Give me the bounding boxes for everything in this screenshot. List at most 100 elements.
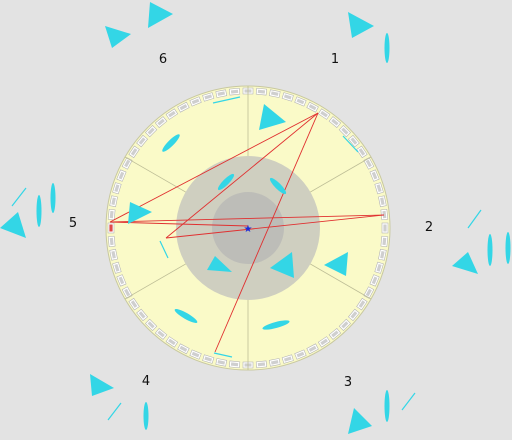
ring-slot-fill (320, 338, 328, 346)
trajectory-segment (165, 112, 319, 239)
line-piece-icon[interactable] (467, 209, 482, 229)
triangle-piece-icon[interactable] (128, 202, 152, 224)
player-labels: 1 2 3 4 5 6 (69, 52, 433, 390)
ring-slot-fill (296, 98, 305, 105)
ring-slot-fill (114, 184, 120, 193)
triangle-piece-icon[interactable] (0, 212, 26, 238)
player-label: 3 (344, 375, 352, 390)
ring-slot-fill (191, 98, 200, 105)
triangle-piece-icon[interactable] (270, 252, 294, 278)
ring-slot-fill (118, 171, 125, 180)
ring-slot-fill (320, 110, 328, 118)
ring-slot-fill (257, 89, 266, 94)
ring-slot-fill (138, 311, 146, 319)
ring-slot-fill (308, 345, 317, 352)
ring-slot-fill (270, 91, 279, 96)
ring-slot-fill (114, 263, 120, 272)
ellipse-piece-icon[interactable] (505, 232, 511, 264)
ring-slot-fill (365, 288, 372, 297)
ring-slot-fill (109, 224, 113, 232)
ring-slot-fill (147, 127, 155, 135)
ring-slot-fill (230, 362, 239, 367)
player-label: 1 (331, 52, 339, 67)
trajectory-segment (109, 221, 249, 227)
ring-slot-fill (331, 118, 339, 126)
line-piece-icon[interactable] (401, 392, 416, 411)
ring-slot-fill (371, 171, 378, 180)
ring-slot-fill (283, 94, 292, 100)
ring-slot-fill (376, 263, 382, 272)
line-piece-icon[interactable] (107, 402, 122, 421)
player-label: 6 (159, 52, 167, 67)
ring-slot-fill (118, 276, 125, 285)
ellipse-piece-icon[interactable] (487, 234, 493, 266)
ring-slot-fill (230, 89, 239, 94)
ellipse-piece-icon[interactable] (50, 183, 56, 213)
ring-slot-fill (204, 356, 213, 362)
ring-slot-fill (109, 237, 114, 246)
ring-slot-fill (383, 224, 387, 232)
ring-slot-fill (109, 210, 114, 219)
center-zone[interactable] (212, 192, 284, 264)
ring-slot-fill (350, 311, 358, 319)
ring-slot-fill (257, 362, 266, 367)
ellipse-piece-icon[interactable] (216, 172, 236, 192)
ring-slot-fill (138, 137, 146, 145)
triangle-piece-icon[interactable] (259, 104, 286, 130)
ring-slot-fill (270, 360, 279, 365)
line-piece-icon[interactable] (342, 135, 359, 153)
triangle-piece-icon[interactable] (324, 252, 348, 276)
ellipse-piece-icon[interactable] (143, 402, 149, 430)
ring-slot-fill (111, 250, 116, 259)
ring-slot-fill (157, 330, 165, 338)
triangle-piece-icon[interactable] (148, 2, 173, 28)
ring-slot-fill (217, 360, 226, 365)
ring-slot-fill (130, 300, 138, 308)
ellipse-piece-icon[interactable] (160, 132, 181, 153)
stash-pieces (0, 2, 511, 434)
ring-slot-fill (111, 197, 116, 206)
ring-slot-fill (217, 91, 226, 96)
ellipse-piece-icon[interactable] (384, 33, 390, 63)
ring-slot-fill (308, 104, 317, 111)
ring-slot-fill (191, 351, 200, 358)
table-pieces (128, 96, 359, 358)
ring-slot-fill (382, 210, 387, 219)
triangle-piece-icon[interactable] (348, 12, 374, 38)
ellipse-piece-icon[interactable] (36, 195, 42, 227)
triangle-piece-icon[interactable] (452, 252, 478, 274)
triangle-piece-icon[interactable] (207, 256, 232, 272)
trajectory-segment (214, 112, 319, 353)
ring-slot-fill (124, 288, 131, 297)
ring-slot-fill (179, 104, 188, 111)
ring-slot-fill (380, 250, 385, 259)
ring-slot-fill (380, 197, 385, 206)
trajectory-segment (109, 214, 385, 223)
trajectory-segment (109, 112, 319, 223)
ellipse-piece-icon[interactable] (268, 176, 288, 196)
ellipse-piece-icon[interactable] (262, 318, 291, 331)
line-piece-icon[interactable] (11, 187, 27, 207)
line-piece-icon[interactable] (213, 352, 233, 358)
ring-slot-fill (157, 118, 165, 126)
ellipse-piece-icon[interactable] (384, 390, 390, 422)
ring-slot-fill (350, 137, 358, 145)
ring-slot-fill (358, 300, 366, 308)
line-piece-icon[interactable] (212, 96, 241, 104)
ring-slot-fill (331, 330, 339, 338)
ring-slot-fill (296, 351, 305, 358)
ring-slot-fill (371, 276, 378, 285)
player-label: 4 (142, 374, 150, 389)
line-piece-icon[interactable] (159, 240, 169, 259)
ring-slot-fill (365, 159, 372, 168)
ring-slot-fill (382, 237, 387, 246)
ring-slot-fill (341, 321, 349, 329)
triangle-piece-icon[interactable] (105, 26, 131, 48)
ellipse-piece-icon[interactable] (173, 307, 199, 325)
ring-slot-fill (376, 184, 382, 193)
triangle-piece-icon[interactable] (90, 374, 114, 396)
player-label: 2 (425, 220, 433, 235)
triangle-piece-icon[interactable] (348, 408, 372, 434)
ring-slot-fill (179, 345, 188, 352)
